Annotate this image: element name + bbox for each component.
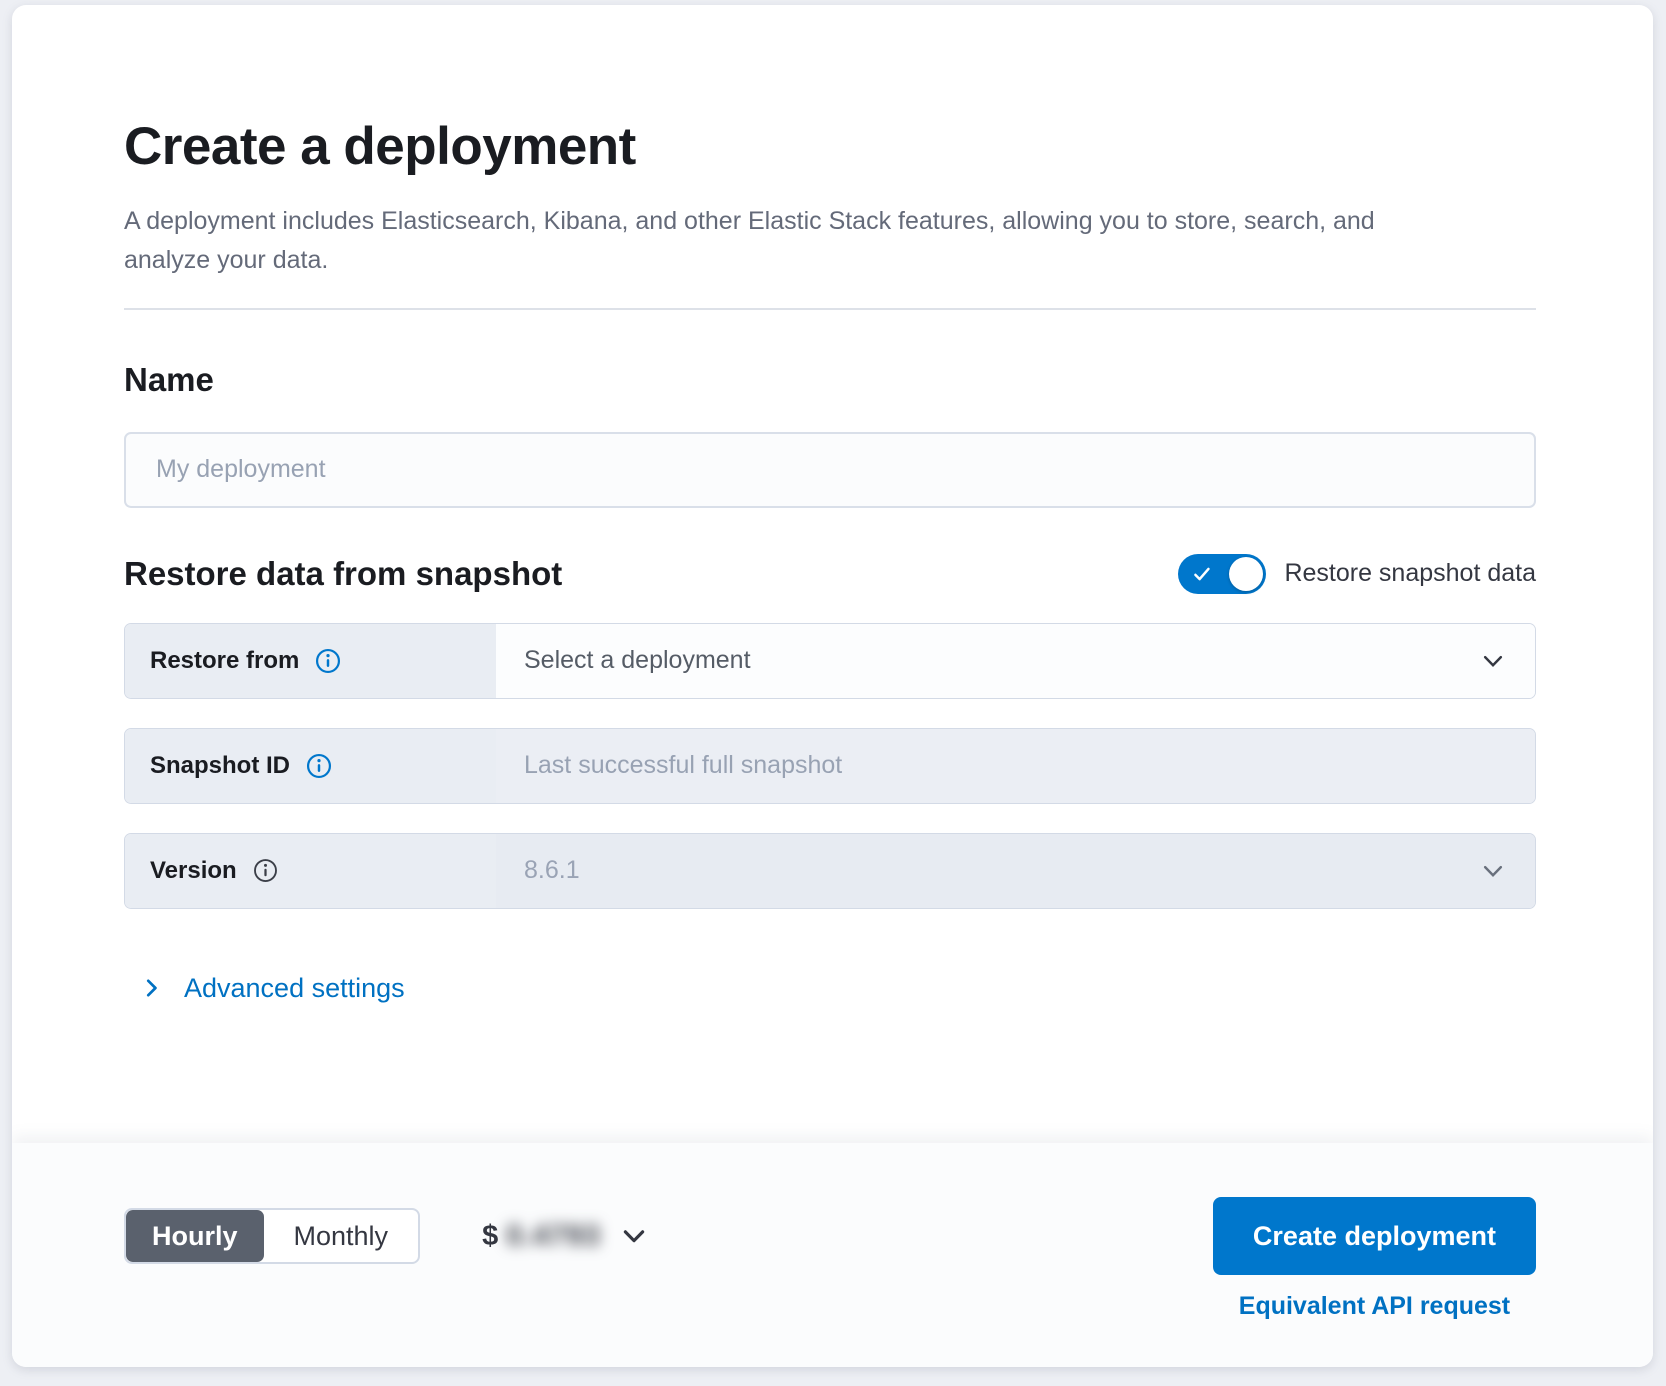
monthly-button[interactable]: Monthly [264, 1210, 419, 1262]
equivalent-api-request-link[interactable]: Equivalent API request [1238, 1292, 1511, 1320]
snapshot-id-label: Snapshot ID [150, 751, 291, 779]
chevron-down-icon [1479, 857, 1507, 885]
deployment-name-input[interactable] [124, 431, 1536, 508]
restore-section-heading: Restore data from snapshot [124, 554, 563, 592]
info-icon[interactable] [315, 648, 341, 674]
price-breakdown-toggle[interactable]: $ 0.4793 [482, 1220, 649, 1253]
hourly-button[interactable]: Hourly [126, 1210, 264, 1262]
create-deployment-card: Create a deployment A deployment include… [12, 5, 1653, 1367]
restore-snapshot-toggle[interactable] [1178, 553, 1267, 594]
advanced-settings-link[interactable]: Advanced settings [140, 973, 405, 1004]
restore-toggle-label: Restore snapshot data [1284, 559, 1536, 588]
version-select[interactable]: 8.6.1 [496, 833, 1535, 908]
version-value: 8.6.1 [524, 856, 580, 885]
advanced-settings-label: Advanced settings [184, 972, 405, 1003]
info-icon[interactable] [253, 858, 278, 883]
price-value-blurred: 0.4793 [506, 1219, 601, 1252]
snapshot-id-placeholder: Last successful full snapshot [524, 751, 843, 780]
restore-from-row: Restore from Select a deployment [124, 622, 1536, 699]
price-currency: $ [482, 1219, 499, 1252]
bottom-bar: Hourly Monthly $ 0.4793 Create deploymen… [12, 1143, 1653, 1367]
snapshot-id-input[interactable]: Last successful full snapshot [496, 728, 1535, 803]
page-subtitle: A deployment includes Elasticsearch, Kib… [124, 206, 1375, 274]
snapshot-id-label-cell: Snapshot ID [125, 728, 496, 803]
page-title: Create a deployment [124, 117, 636, 176]
version-label: Version [150, 856, 237, 884]
restore-from-select[interactable]: Select a deployment [496, 623, 1535, 698]
checkmark-icon [1191, 563, 1213, 585]
main-content: Create a deployment A deployment include… [12, 5, 1653, 1143]
billing-interval-toggle: Hourly Monthly [124, 1208, 421, 1264]
chevron-down-icon [1479, 647, 1507, 675]
header-divider [124, 307, 1536, 310]
snapshot-id-row: Snapshot ID Last successful full snapsho… [124, 727, 1536, 804]
create-deployment-button[interactable]: Create deployment [1212, 1197, 1536, 1275]
info-icon[interactable] [306, 753, 332, 779]
restore-from-label: Restore from [150, 646, 300, 674]
toggle-knob [1229, 556, 1264, 591]
name-section-heading: Name [124, 360, 214, 398]
chevron-down-icon [619, 1221, 649, 1251]
restore-from-label-cell: Restore from [125, 623, 496, 698]
restore-from-value: Select a deployment [524, 646, 751, 675]
version-row: Version 8.6.1 [124, 832, 1536, 909]
version-label-cell: Version [125, 833, 496, 908]
chevron-right-icon [140, 976, 164, 1000]
